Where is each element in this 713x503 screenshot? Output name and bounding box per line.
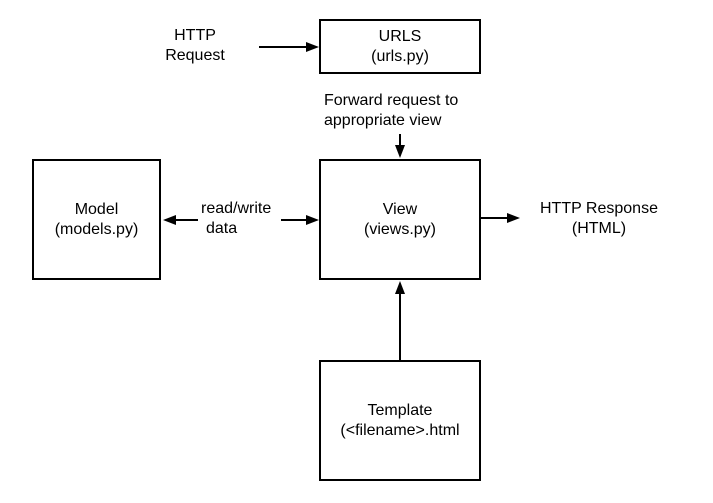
view-box: View (views.py) [319, 159, 481, 280]
template-to-view-arrowhead [395, 281, 405, 294]
urls-box-title: URLS [378, 27, 422, 45]
model-box-subtitle: (models.py) [54, 220, 139, 238]
read-write-line2: data [206, 220, 238, 237]
forward-request-line2: appropriate view [324, 112, 442, 129]
http-request-line1: HTTP [174, 27, 216, 44]
http-response-label: HTTP Response (HTML) [528, 199, 670, 239]
forward-request-line1: Forward request to [324, 92, 459, 109]
template-box-subtitle: (<filename>.html [340, 421, 460, 439]
view-box-title: View [382, 200, 418, 218]
template-box-title: Template [367, 401, 433, 419]
model-box-title: Model [74, 200, 119, 218]
view-to-response-arrowhead [507, 213, 520, 223]
http-request-line2: Request [165, 47, 225, 64]
model-box: Model (models.py) [32, 159, 161, 280]
urls-box: URLS (urls.py) [319, 19, 481, 74]
template-box: Template (<filename>.html [319, 360, 481, 481]
read-write-line1: read/write [201, 200, 272, 217]
http-response-line1: HTTP Response [540, 200, 658, 217]
view-box-subtitle: (views.py) [363, 220, 436, 238]
urls-to-view-arrowhead [395, 145, 405, 158]
forward-request-label: Forward request to appropriate view [324, 91, 458, 131]
http-request-label: HTTP Request [150, 26, 240, 66]
read-write-to-view-arrowhead [306, 215, 319, 225]
read-write-to-model-arrowhead [163, 215, 176, 225]
urls-box-subtitle: (urls.py) [371, 47, 429, 65]
http-response-line2: (HTML) [571, 220, 627, 237]
request-to-urls-arrowhead [306, 42, 319, 52]
read-write-label: read/write data [201, 199, 271, 239]
